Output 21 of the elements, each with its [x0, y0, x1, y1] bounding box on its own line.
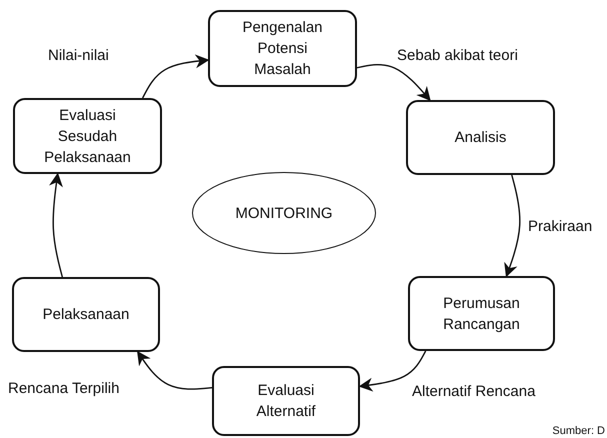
- node-label: Perumusan Rancangan: [442, 294, 521, 334]
- process-box: [408, 276, 555, 351]
- curved-arrow: [358, 350, 426, 392]
- node-label: Pengenalan Potensi Masalah: [241, 18, 324, 80]
- curved-arrow: [49, 172, 63, 278]
- node-label: Evaluasi Sesudah Pelaksanaan: [43, 106, 132, 168]
- node-label: MONITORING: [234, 204, 334, 224]
- process-box: [208, 10, 357, 87]
- node-label: Evaluasi Alternatif: [255, 381, 317, 422]
- source-note: Sumber: D: [552, 425, 605, 437]
- process-box: [13, 98, 162, 174]
- curved-arrow: [356, 64, 431, 102]
- node-label: Pelaksanaan: [42, 305, 130, 325]
- process-box: [212, 366, 360, 436]
- node-label: Analisis: [454, 128, 508, 148]
- curved-arrow: [137, 350, 212, 390]
- process-box: [406, 100, 555, 175]
- curved-arrow: [142, 54, 210, 98]
- curved-arrow: [504, 174, 520, 278]
- process-box: [12, 277, 160, 352]
- edge-label: Rencana Terpilih: [8, 380, 120, 397]
